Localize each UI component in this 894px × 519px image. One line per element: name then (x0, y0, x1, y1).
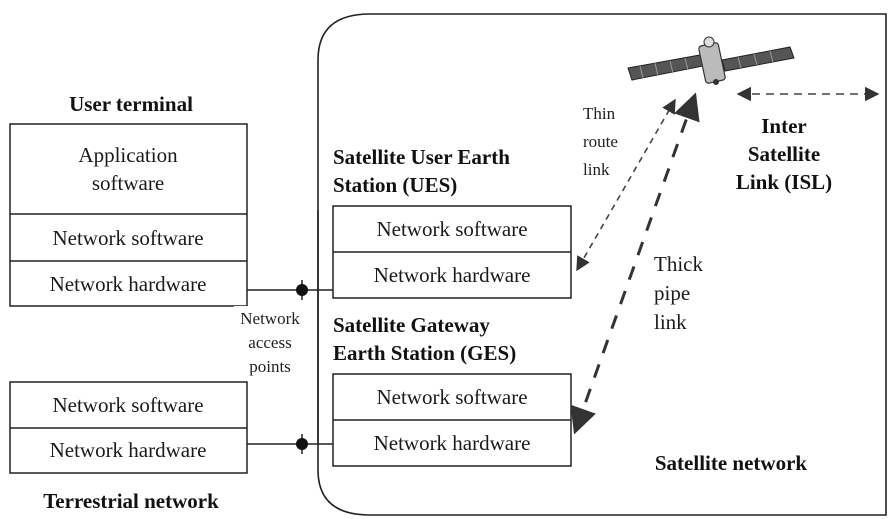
thin-route-link-label-2: route (583, 132, 618, 151)
user-network-software-label: Network software (52, 226, 203, 250)
thin-route-link-label-3: link (583, 160, 610, 179)
thin-route-link-label: Thin (583, 104, 616, 123)
satellite-icon (627, 36, 795, 85)
thick-pipe-link-label-2: pipe (654, 281, 690, 305)
satellite-network-label: Satellite network (655, 451, 808, 475)
ges-network-hardware-label: Network hardware (374, 431, 531, 455)
network-access-points-label-2: access (248, 333, 291, 352)
network-access-points-label-3: points (249, 357, 291, 376)
user-terminal-box (9, 123, 248, 307)
isl-label: Inter (761, 114, 807, 138)
network-access-points-label: Network (240, 309, 300, 328)
user-terminal-title: User terminal (69, 92, 193, 116)
label-backdrop (234, 306, 304, 378)
ges-title: Satellite Gateway (333, 313, 490, 337)
satellite-network-boundary (317, 13, 887, 516)
ues-title-2: Station (UES) (333, 173, 457, 197)
ues-title: Satellite User Earth (333, 145, 510, 169)
access-point-dot-upper (296, 284, 308, 296)
isl-label-3: Link (ISL) (736, 170, 832, 194)
ges-network-software-label: Network software (376, 385, 527, 409)
access-point-dot-lower (296, 438, 308, 450)
thick-pipe-link-label: Thick (654, 252, 703, 276)
thin-route-link-arrow (576, 98, 676, 272)
terrestrial-network-title: Terrestrial network (43, 489, 219, 513)
thick-pipe-link-label-3: link (654, 310, 687, 334)
isl-label-2: Satellite (748, 142, 820, 166)
application-software-label-2: software (92, 171, 164, 195)
application-software-label: Application (78, 143, 178, 167)
terrestrial-network-hardware-label: Network hardware (50, 438, 207, 462)
ues-network-software-label: Network software (376, 217, 527, 241)
ges-title-2: Earth Station (GES) (333, 341, 516, 365)
user-network-hardware-label: Network hardware (50, 272, 207, 296)
thick-pipe-link-arrow (570, 92, 700, 435)
terrestrial-network-software-label: Network software (52, 393, 203, 417)
ues-network-hardware-label: Network hardware (374, 263, 531, 287)
